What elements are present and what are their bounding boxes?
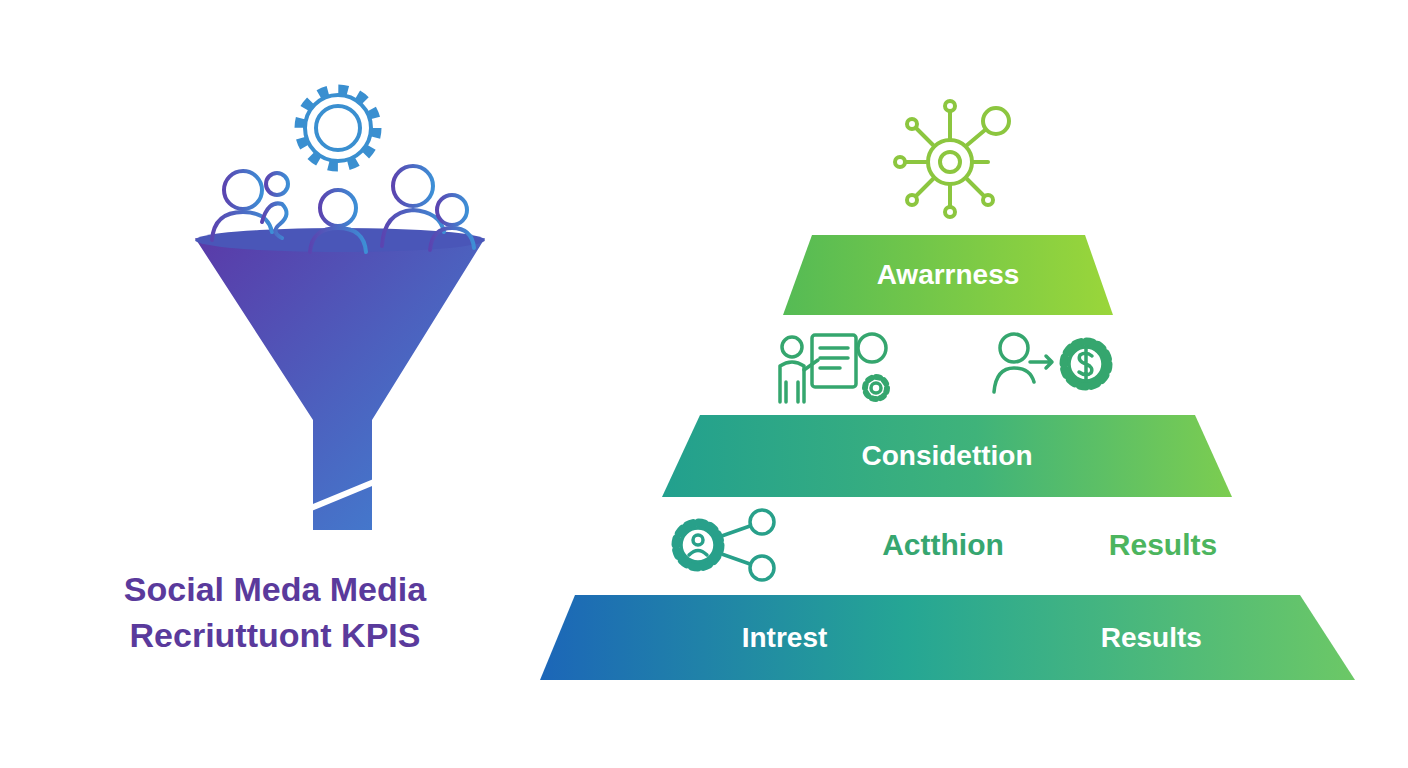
gear-icon — [300, 90, 376, 166]
band-label: Intrest — [742, 622, 828, 654]
band-fill — [783, 235, 1113, 315]
network-icon — [895, 101, 1009, 217]
funnel-icon — [195, 228, 485, 530]
people-icons — [212, 166, 474, 252]
band-shape — [540, 595, 1355, 680]
presenter-icon — [780, 334, 887, 402]
cost-icon — [994, 334, 1108, 392]
band-label: Awarrness — [877, 259, 1020, 291]
band-fill — [540, 595, 1355, 680]
pyramid-band: Considettion — [662, 415, 1232, 497]
action-icon — [676, 510, 774, 580]
stage-label: Results — [1109, 528, 1217, 562]
diagram-title: Social Meda Media Recriuttuont KPIS — [55, 566, 495, 658]
pyramid-band: Awarrness — [783, 235, 1113, 315]
pyramid-band: Intrest Results — [540, 595, 1355, 680]
stage-label: Actthion — [882, 528, 1004, 562]
band-fill — [662, 415, 1232, 497]
band-label: Results — [1101, 622, 1202, 654]
band-label: Considettion — [861, 440, 1032, 472]
